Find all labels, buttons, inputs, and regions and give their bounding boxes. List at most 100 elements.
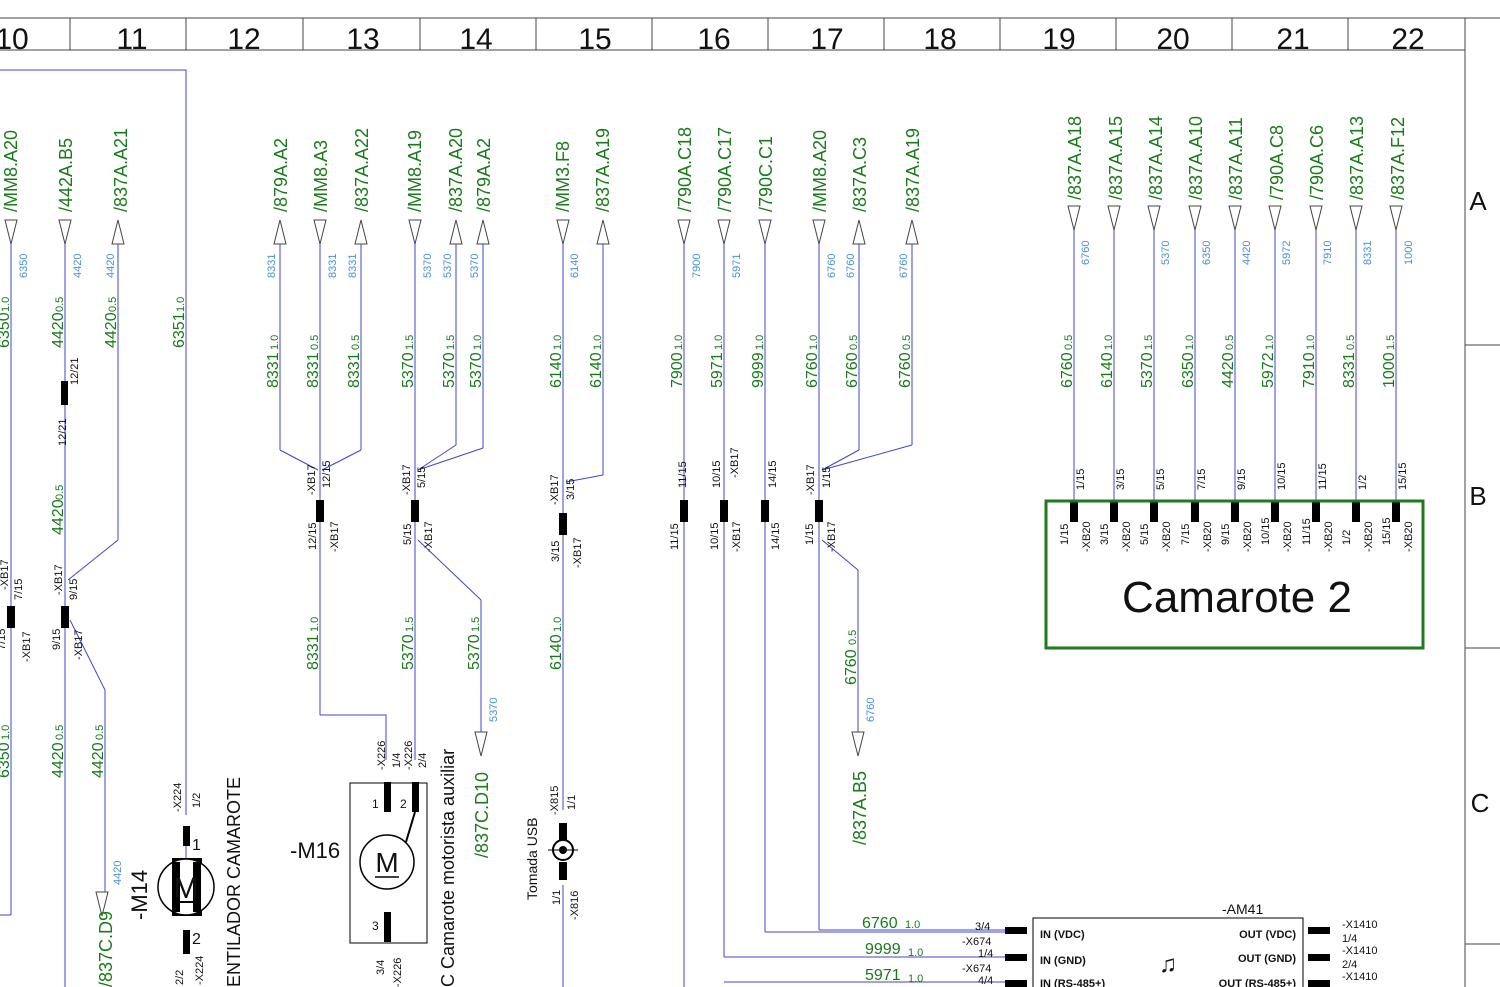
wire-tag: 5370	[469, 254, 481, 278]
column-number-18: 18	[923, 23, 956, 56]
wire-gauge: 0.5	[1063, 335, 1075, 350]
pin-label: 10/15	[711, 460, 723, 488]
wire-gauge: 0.5	[94, 725, 106, 740]
wire-number: 8331	[346, 352, 363, 388]
wire-tag: 5370	[488, 698, 500, 722]
pin-label: 15/15	[1397, 462, 1409, 490]
pin-label: 10/15	[1260, 517, 1272, 545]
ref-label: /837A.A22	[352, 128, 372, 212]
connector-label: -XB17	[572, 537, 584, 568]
pin-label: 9/15	[68, 579, 80, 600]
pin-label: 7/15	[0, 629, 8, 650]
pin-label: 3/15	[1115, 469, 1127, 490]
wire-number: 6350	[0, 312, 13, 348]
wire-number: 6140	[548, 352, 565, 388]
wire-number: 5370	[1139, 352, 1156, 388]
connector-label: -XB17	[73, 629, 85, 660]
pin-label: 5/15	[1139, 524, 1151, 545]
wire-number: 7910	[1301, 352, 1318, 388]
wire-tag: 4420	[1241, 241, 1253, 265]
wire-gauge: 1.0	[1103, 335, 1115, 350]
pin-label: 5/15	[1155, 469, 1167, 490]
camarote-pin	[1191, 500, 1199, 522]
connector-label: -XB20	[1081, 521, 1093, 552]
pin-label: 9/15	[1236, 469, 1248, 490]
camarote-2-module: Camarote 2 1/151/15-XB203/153/15-XB205/1…	[1044, 462, 1425, 650]
wire-gauge: 1.0	[905, 919, 920, 931]
pin-label: 11/15	[669, 523, 681, 550]
pin-label: 9/15	[1220, 524, 1232, 545]
pin-label: 12/21	[69, 357, 81, 385]
wire-gauge: 1.0	[309, 617, 321, 632]
pin-label: 3/4	[375, 960, 387, 975]
music-note-icon: ♫	[1159, 951, 1177, 978]
ref-label: /837A.A14	[1146, 116, 1166, 200]
wire-number: 4420	[103, 312, 120, 348]
connector-label: -X674	[962, 963, 991, 975]
column-number-10: 10	[0, 23, 29, 56]
pin-label: 1/2	[1357, 475, 1369, 490]
pin-label: 2/4	[417, 753, 429, 768]
wire-tag: 8331	[1362, 241, 1374, 265]
connector-label: -X224	[172, 783, 184, 812]
pin-label: 1/2	[191, 793, 203, 808]
ref-label: /837C.D9	[96, 911, 116, 987]
wire-number: 6760	[862, 915, 898, 932]
wire-tag: 6760	[1080, 241, 1092, 265]
wire-tag: 5971	[731, 254, 743, 278]
pin-label: 11/15	[1317, 463, 1329, 490]
wire-gauge: 0.5	[847, 630, 859, 645]
wire-number: 6760	[1059, 352, 1076, 388]
camarote-pin	[1231, 500, 1239, 522]
wire-gauge: 1.0	[673, 335, 685, 350]
wire-numbers: 6350 4420 4420 6351 8331 8331 8331 5370 …	[0, 297, 1398, 985]
camarote-pin	[1110, 500, 1118, 522]
pin-label: 7/15	[1196, 469, 1208, 490]
wire-gauge: 0.5	[54, 725, 66, 740]
motor-m14: M 1 2 -M14 ENTILADOR CAMAROTE /837C.D9	[96, 777, 244, 987]
usb-socket: Tomada USB	[524, 818, 578, 900]
connector-label: -XB20	[1161, 521, 1173, 552]
wire-gauge: 1.5	[445, 335, 457, 350]
pin-label: 1/4	[391, 753, 403, 768]
wire-number: 6760	[843, 649, 860, 685]
pin-label: 1/15	[1075, 469, 1087, 490]
wire-gauge: 1.5	[404, 335, 416, 350]
camarote-pin	[1392, 500, 1400, 522]
wire-number: 4420	[50, 312, 67, 348]
motor-m16: M 1 2 3 -M16 C Camarote motorista auxili…	[290, 749, 492, 987]
wire-tag: 6760	[845, 254, 857, 278]
pin-label: 14/15	[770, 522, 782, 550]
connector-label: -XB17	[729, 447, 741, 478]
wire-gauge: 1.5	[1385, 335, 1397, 350]
column-number-11: 11	[116, 23, 147, 56]
column-number-12: 12	[227, 23, 260, 56]
connector-label: -X1410	[1342, 945, 1377, 957]
pin-label: 10/15	[1276, 462, 1288, 490]
pin-label: 9/15	[51, 629, 63, 650]
wire-tag: 6760	[865, 698, 877, 722]
wire-tag: 1000	[1403, 241, 1415, 265]
ref-label: /837A.A20	[446, 128, 466, 212]
wire-number: 6760	[844, 352, 861, 388]
wire-number: 5370	[466, 634, 483, 670]
ref-label: /790C.C1	[756, 136, 776, 212]
wire-number: 5370	[441, 352, 458, 388]
pin-number: 2	[400, 797, 407, 811]
connector-label: -XB20	[1242, 521, 1254, 552]
wire-gauge: 0.5	[350, 335, 362, 350]
port-label: OUT (GND)	[1238, 953, 1296, 965]
wire-tag: 6760	[898, 254, 910, 278]
wire-gauge: 0.5	[1224, 335, 1236, 350]
connector-label: -XB17	[401, 464, 413, 495]
column-number-13: 13	[346, 23, 379, 56]
pin-label: 7/15	[13, 579, 25, 600]
column-number-15: 15	[578, 23, 611, 56]
wire-gauge: 1.0	[552, 617, 564, 632]
port-label: OUT (RS-485+)	[1219, 978, 1297, 987]
pin-label: 1/1	[566, 795, 578, 810]
port-label: IN (RS-485+)	[1040, 978, 1105, 987]
camarote-pin	[1070, 500, 1078, 522]
connector-label: -XB17	[805, 464, 817, 495]
